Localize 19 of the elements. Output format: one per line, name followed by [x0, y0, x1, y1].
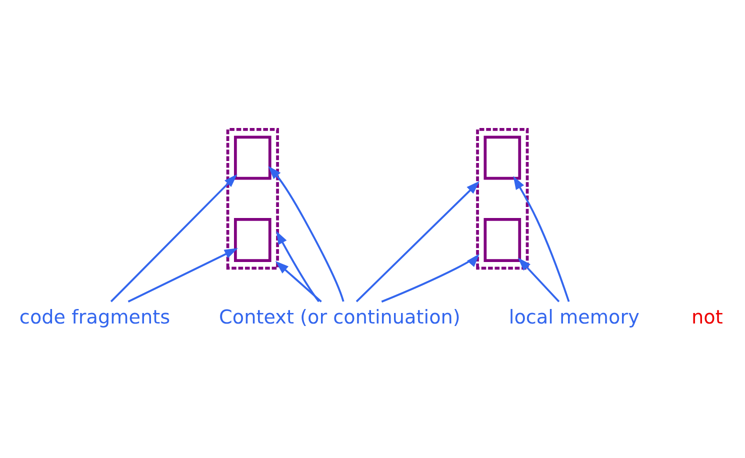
node-box [234, 136, 272, 180]
arrow [128, 248, 238, 303]
label: not [692, 306, 723, 329]
cluster [476, 128, 529, 270]
node-text: code fragments [19, 306, 170, 329]
arrow [110, 174, 238, 302]
arrow [518, 258, 560, 302]
arrow [513, 176, 570, 302]
arrow [268, 166, 344, 302]
arrow [356, 181, 480, 302]
node-box [234, 218, 272, 262]
node-box [484, 218, 522, 262]
node-box [484, 136, 522, 180]
arrow [381, 254, 480, 303]
arrow [276, 230, 320, 302]
arrow [275, 261, 322, 302]
node-text: Context (or continuation) [219, 306, 460, 329]
cluster [226, 128, 279, 270]
node-text: local memory [508, 306, 640, 329]
